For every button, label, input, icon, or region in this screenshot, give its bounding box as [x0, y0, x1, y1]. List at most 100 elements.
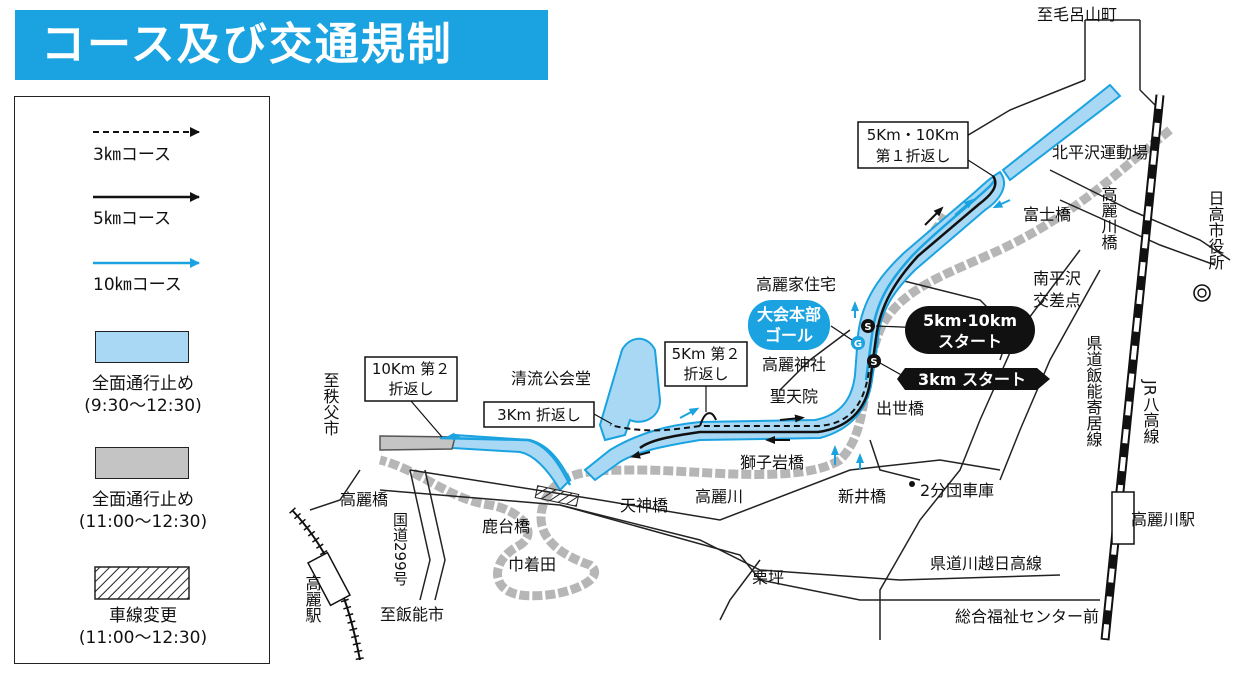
label-to-moroyama: 至毛呂山町: [1037, 5, 1117, 24]
label-kawagoe-route: 県道川越日高線: [930, 554, 1042, 573]
svg-text:折返し: 折返し: [388, 380, 433, 398]
road: [869, 439, 921, 481]
start-marker-5k10k: S: [861, 319, 875, 333]
road: [309, 469, 361, 511]
callout-turn-3k: 3Km 折返し: [483, 401, 613, 428]
legend-lane-change-swatch: [94, 566, 190, 600]
svg-text:S: S: [864, 322, 871, 333]
label-kuribo: 栗坪: [752, 568, 784, 587]
legend-closed-morning-label: 全面通行止め: [92, 374, 194, 394]
label-koma-river-bridge: 高麗川橋: [1099, 186, 1118, 251]
legend-closed-midday-swatch: [95, 447, 189, 479]
road: [409, 469, 446, 601]
label-minamihirasawa-2: 交差点: [1033, 291, 1081, 310]
page-title: コース及び交通規制: [15, 10, 548, 80]
svg-text:大会本部: 大会本部: [757, 305, 821, 324]
label-shotenin: 聖天院: [770, 387, 818, 406]
label-koma-river: 高麗川: [695, 487, 743, 506]
legend-lines: [93, 127, 200, 600]
road: [999, 269, 1101, 481]
callout-turn-5k-second: 5Km 第２ 折返し: [664, 341, 748, 412]
seibu-railway: [289, 507, 364, 661]
koma-station-box: [307, 551, 351, 607]
closed-road-main: [583, 170, 1005, 482]
closed-road-loop: [598, 337, 662, 442]
label-komake-residence: 高麗家住宅: [756, 275, 836, 294]
svg-text:折返し: 折返し: [683, 365, 728, 383]
goal-marker: G: [851, 336, 865, 350]
label-minamihirasawa: 南平沢: [1033, 269, 1081, 288]
legend-closed-morning-swatch: [95, 331, 189, 363]
svg-text:5Km・10Km: 5Km・10Km: [867, 126, 960, 144]
legend-closed-morning-time: (9:30〜12:30): [84, 396, 202, 416]
label-to-hanno: 至飯能市: [380, 605, 444, 624]
svg-text:スタート: スタート: [938, 332, 1002, 351]
label-koma-bridge: 高麗橋: [340, 490, 388, 509]
svg-text:第１折返し: 第１折返し: [875, 147, 950, 165]
label-prefectural-iino: 県道飯能寄居線: [1084, 335, 1103, 447]
callout-turn-10k-second: 10Km 第２ 折返し: [364, 356, 458, 438]
label-arai-bridge: 新井橋: [838, 487, 886, 506]
label-koma-shrine: 高麗神社: [762, 355, 826, 374]
label-kinchakuda: 巾着田: [508, 555, 556, 574]
label-to-chichibu: 至秩父市: [321, 372, 340, 436]
svg-text:S: S: [870, 357, 877, 368]
road: [1084, 19, 1141, 90]
label-kitahirasawa-field: 北平沢運動場: [1052, 143, 1148, 162]
closed-road-north: [1001, 83, 1122, 182]
label-seiryu-hall: 清流公会堂: [511, 369, 591, 388]
road: [719, 559, 761, 621]
label-komagawa-station: 高麗川駅: [1131, 510, 1195, 529]
callout-start-3k: 3km スタート: [897, 368, 1050, 390]
svg-text:3km スタート: 3km スタート: [918, 370, 1026, 389]
label-fire-garage: 2分団車庫: [920, 481, 994, 500]
lane-change-zone: [534, 485, 580, 507]
svg-text:5km·10km: 5km·10km: [923, 311, 1017, 330]
road: [1049, 169, 1231, 266]
komagawa-station-box: [1111, 491, 1135, 545]
river-path: [378, 126, 1173, 601]
label-jr-hachiko: JR八高線: [1141, 379, 1160, 444]
callout-start-5k10k: 5km·10km スタート: [905, 306, 1035, 354]
svg-text:ゴール: ゴール: [765, 326, 813, 345]
road: [379, 489, 1061, 581]
river-band: [378, 126, 1173, 601]
direction-arrows: [445, 198, 1011, 470]
label-koma-station: 高麗駅: [303, 575, 322, 623]
svg-text:3Km 折返し: 3Km 折返し: [497, 406, 581, 424]
legend-5k-label: 5㎞コース: [93, 209, 171, 229]
label-national-route: 国道299号: [391, 512, 409, 587]
label-shishiiwa-bridge: 獅子岩橋: [740, 453, 804, 472]
callout-hq-goal: 大会本部 ゴール: [748, 300, 830, 350]
start-marker-3k: S: [867, 354, 881, 368]
svg-text:G: G: [854, 339, 862, 350]
road: [779, 329, 851, 391]
legend-closed-midday-time: (11:00〜12:30): [78, 512, 208, 532]
label-shusse-bridge: 出世橋: [876, 399, 924, 418]
label-shikadai-bridge: 鹿台橋: [482, 517, 530, 536]
fire-garage-dot: [909, 481, 915, 487]
course-3k-line: [609, 361, 871, 432]
label-welfare-center: 総合福祉センター前: [955, 607, 1099, 626]
closed-roads-morning: [450, 83, 1122, 492]
city-hall-icon: [1193, 284, 1211, 302]
legend-3k-label: 3㎞コース: [93, 145, 171, 165]
label-tenjin-bridge: 天神橋: [620, 496, 668, 515]
legend-lane-change-label: 車線変更: [109, 606, 177, 626]
road: [559, 504, 1100, 601]
course-10k-line: [439, 179, 996, 486]
place-labels: 至毛呂山町 北平沢運動場 富士橋 高麗川橋 日高市役所 南平沢 交差点 県道飯能…: [303, 5, 1225, 626]
legend-10k-label: 10㎞コース: [93, 275, 182, 295]
legend-panel: 3㎞コース 5㎞コース 10㎞コース 全面通行止め (9:30〜12:30) 全…: [14, 96, 270, 664]
closed-road-midday: [379, 435, 456, 451]
svg-text:10Km 第２: 10Km 第２: [372, 360, 450, 378]
course-5k-turn-loop: [699, 412, 717, 427]
label-fuji-bridge: 富士橋: [1023, 205, 1071, 224]
label-hidaka-city-hall: 日高市役所: [1206, 190, 1225, 270]
callout-turn-5k10k-first: 5Km・10Km 第１折返し: [857, 121, 994, 177]
svg-text:5Km 第２: 5Km 第２: [672, 345, 741, 363]
legend-lane-change-time: (11:00〜12:30): [78, 628, 208, 648]
goal-leader: [830, 325, 853, 341]
jr-railway: [1100, 94, 1165, 641]
